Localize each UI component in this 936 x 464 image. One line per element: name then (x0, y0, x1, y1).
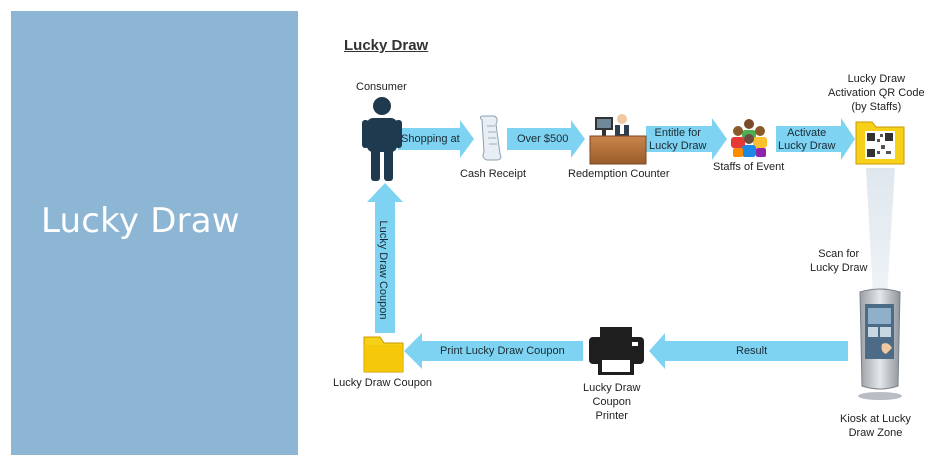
arrow-label-entitle: Entitle for Lucky Draw (649, 127, 706, 153)
staffs-group-icon (731, 119, 767, 157)
coupon-folder-icon (363, 336, 404, 373)
kiosk-icon (858, 288, 902, 400)
staffs-of-event-label: Staffs of Event (713, 161, 785, 173)
arrow-label-coupon-up: Lucky Draw Coupon (377, 220, 389, 320)
kiosk-label: Kiosk at Lucky Draw Zone (840, 412, 911, 440)
arrow-label-entitle-line1: Entitle for (654, 127, 701, 139)
printer-label: Lucky Draw Coupon Printer (583, 381, 640, 423)
arrow-entitle (646, 118, 727, 160)
kiosk-label-line1: Kiosk at Lucky (840, 413, 911, 425)
arrow-over-500 (507, 120, 585, 158)
scan-beam (866, 168, 895, 296)
arrow-label-activate-line1: Activate (787, 127, 827, 139)
scan-for-label: Scan for Lucky Draw (810, 247, 867, 275)
arrow-print-coupon (404, 333, 583, 369)
cash-receipt-label: Cash Receipt (460, 168, 527, 180)
arrow-label-coupon-up-wrap: Lucky Draw Coupon (370, 210, 396, 330)
arrow-activate (776, 118, 855, 160)
consumer-person-icon (362, 97, 402, 181)
printer-label-line3: Printer (595, 410, 628, 422)
scan-for-label-line1: Scan for (818, 248, 860, 260)
cash-receipt-icon (479, 115, 502, 161)
kiosk-label-line2: Draw Zone (848, 427, 903, 439)
scan-for-label-line2: Lucky Draw (810, 262, 868, 274)
redemption-counter-label: Redemption Counter (568, 168, 670, 180)
printer-label-line1: Lucky Draw (583, 382, 641, 394)
arrow-shopping-at (398, 120, 474, 158)
qr-code-label-line2: Activation QR Code (828, 87, 925, 99)
title-panel: Lucky Draw (11, 11, 298, 455)
qr-code-label: Lucky Draw Activation QR Code (by Staffs… (828, 72, 925, 114)
arrow-result (649, 333, 848, 369)
arrow-label-shopping-at: Shopping at (401, 133, 460, 145)
arrow-label-over-500: Over $500 (517, 133, 569, 145)
qr-code-folder-icon (855, 121, 905, 165)
consumer-label: Consumer (356, 81, 407, 93)
arrow-coupon-up (367, 183, 403, 333)
printer-icon (589, 327, 644, 375)
printer-label-line2: Coupon (592, 396, 631, 408)
arrow-label-result: Result (736, 345, 768, 357)
qr-code-label-line1: Lucky Draw (847, 73, 906, 85)
qr-code-label-line3: (by Staffs) (851, 101, 902, 113)
arrow-label-entitle-line2: Lucky Draw (649, 140, 707, 152)
slide-title: Lucky Draw (41, 201, 240, 241)
arrow-label-activate: Activate Lucky Draw (778, 127, 835, 153)
redemption-counter-icon (589, 114, 647, 165)
arrow-label-activate-line2: Lucky Draw (778, 140, 836, 152)
coupon-label: Lucky Draw Coupon (333, 377, 433, 389)
arrow-label-print-coupon: Print Lucky Draw Coupon (440, 345, 565, 357)
diagram-title: Lucky Draw (344, 37, 429, 54)
